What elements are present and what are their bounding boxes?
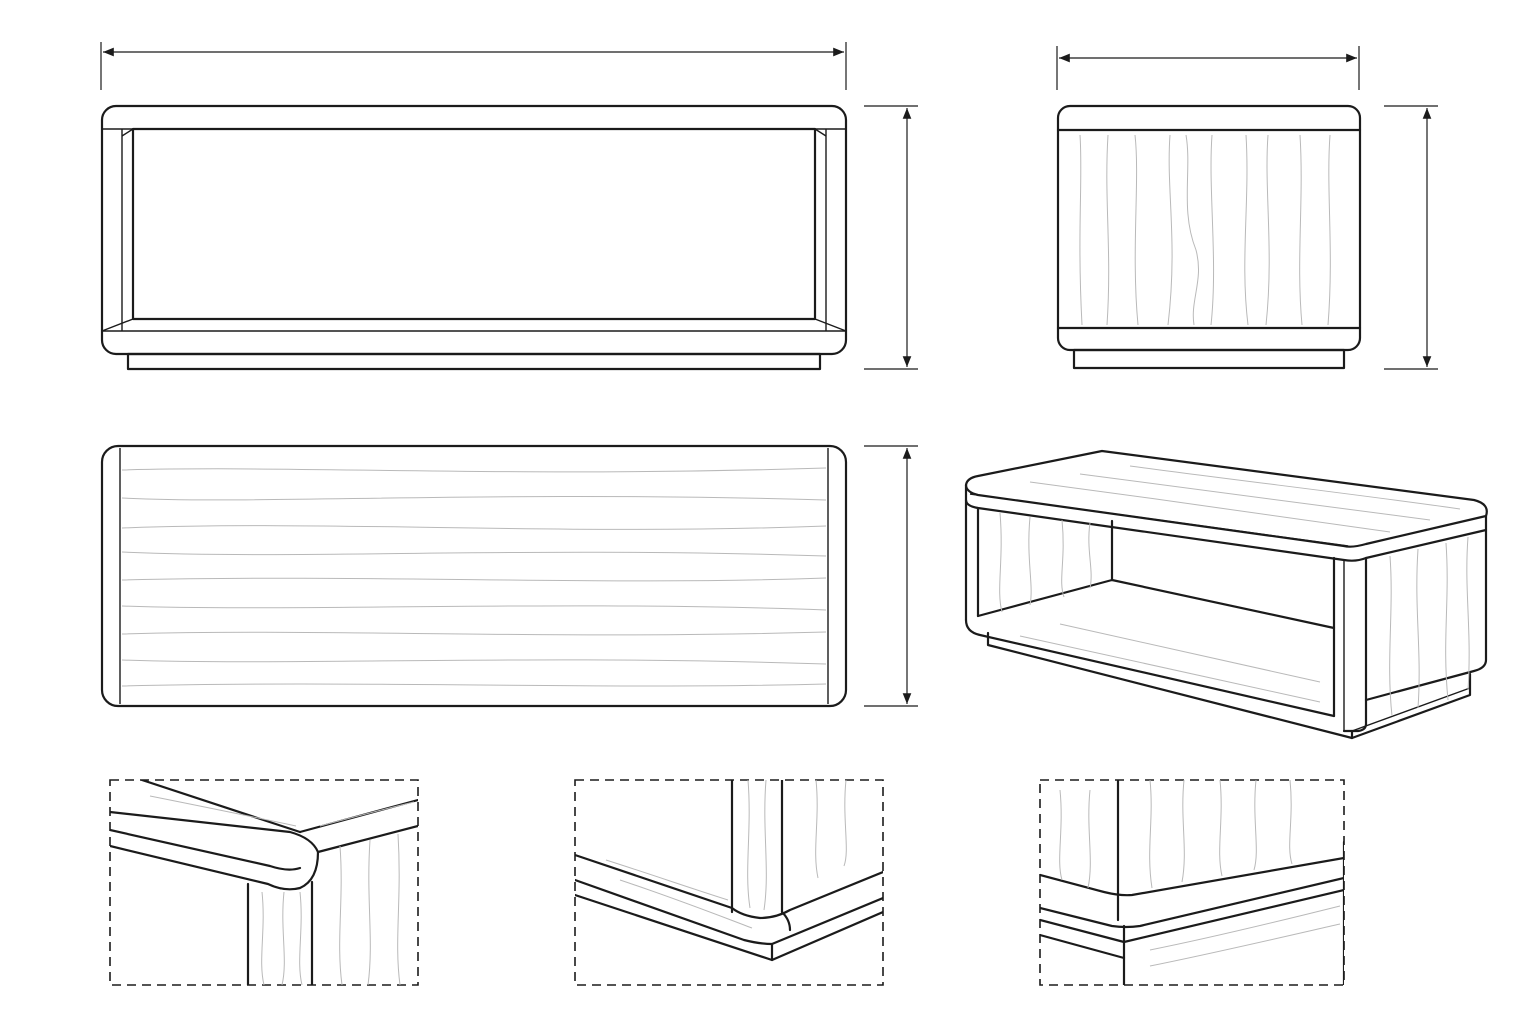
corner-wood-grain [149,795,415,985]
front-cabinet-outline [100,104,848,371]
corner-detail [109,779,419,986]
side-wood-grain [1079,134,1331,326]
side-width-dimension [1056,46,1360,90]
front-base-wood-grain [605,780,847,929]
front-view [100,42,918,371]
top-depth-dimension [864,445,918,707]
front-base-detail [574,779,884,986]
side-cabinet-outline [1056,104,1362,370]
front-width-dimension [100,42,847,90]
side-base-detail [1039,779,1345,986]
top-cabinet-outline [100,444,848,708]
front-height-dimension [864,105,918,370]
isometric-view [964,449,1488,740]
side-view [1056,46,1438,370]
top-wood-grain [121,467,827,687]
top-view [100,444,918,708]
side-height-dimension [1384,105,1438,370]
side-base-wood-grain [1059,780,1341,967]
isometric-wood-grain [999,465,1470,717]
